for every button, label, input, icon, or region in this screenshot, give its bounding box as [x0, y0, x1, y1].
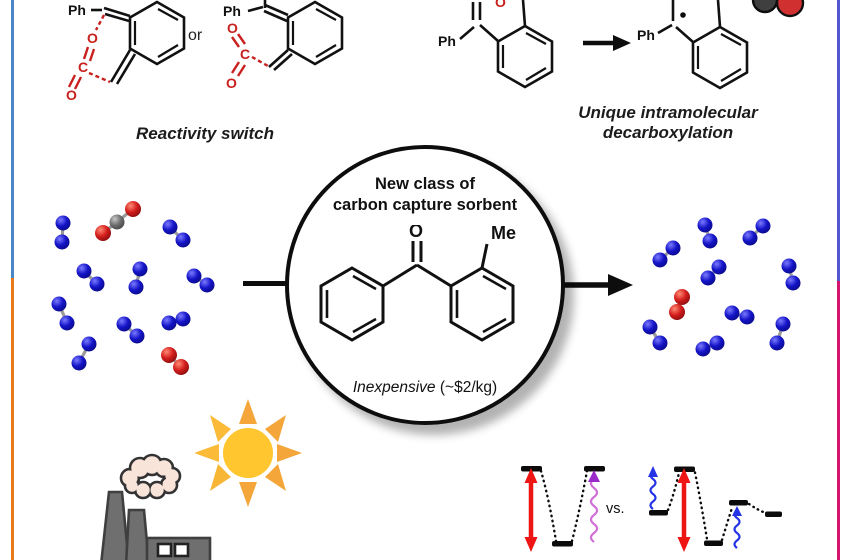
- o-label: O: [495, 0, 506, 10]
- blue-wavy-arrow-icon: [648, 466, 658, 510]
- sorbent-price: Inexpensive (~$2/kg): [289, 379, 561, 397]
- n2-molecule: [769, 316, 791, 351]
- ph-label: Ph: [438, 33, 456, 49]
- decarboxylation-caption-line2: decarboxylation: [602, 123, 734, 142]
- n2-molecule: [51, 296, 75, 331]
- radical-dot: [680, 12, 686, 18]
- n2-molecule: [128, 261, 148, 295]
- n2-molecule: [781, 258, 801, 291]
- red-double-arrow-icon: [524, 468, 538, 552]
- price-rest: (~$2/kg): [435, 379, 498, 396]
- n2-molecule: [642, 319, 668, 351]
- right-border-top: [837, 0, 840, 281]
- o-label: O: [226, 75, 237, 91]
- n2-molecule: [71, 336, 97, 371]
- structure-ketyl-radical: Ph: [637, 0, 805, 90]
- n2-molecule: [724, 305, 755, 325]
- structure-lactone-form: Ph O C O: [66, 0, 186, 100]
- right-border-bottom: [837, 281, 840, 560]
- structure-ketone: Ph O: [438, 0, 554, 89]
- n2-molecule: [161, 311, 191, 331]
- n2-molecule: [76, 263, 105, 292]
- chimney: [100, 490, 130, 560]
- inlet-line: [243, 281, 288, 286]
- sorbent-circle: New class of carbon capture sorbent O Me…: [285, 145, 565, 425]
- energy-diagram-left: [521, 466, 605, 552]
- c-label: C: [240, 46, 250, 62]
- o-label: O: [227, 20, 238, 36]
- decarboxylation-caption-line1: Unique intramolecular: [578, 103, 758, 122]
- purple-wavy-arrow-icon: [588, 470, 600, 543]
- o-label: O: [87, 30, 98, 46]
- right-border: [837, 0, 840, 560]
- blue-wavy-arrow-icon: [732, 506, 742, 549]
- n2-molecule: [695, 335, 725, 357]
- sorbent-title-line1: New class of: [375, 175, 475, 193]
- methyl-label: Me: [491, 225, 516, 243]
- reaction-arrow-icon: [583, 35, 631, 51]
- vs-label: vs.: [606, 501, 625, 517]
- sun-icon: [195, 399, 302, 507]
- c-label: C: [78, 59, 88, 75]
- ph-label: Ph: [223, 3, 241, 19]
- o2-molecule: [161, 347, 189, 375]
- left-border: [11, 0, 14, 560]
- decarboxylation-caption: Unique intramolecular decarboxylation: [538, 103, 798, 143]
- energy-diagram-right: [648, 466, 782, 552]
- chimney: [124, 508, 150, 560]
- sorbent-title-line2: carbon capture sorbent: [332, 196, 518, 214]
- carbonyl-o-label: O: [409, 225, 423, 241]
- structure-carboxylate-form: Ph O C O: [223, 0, 344, 91]
- structure-2-methylbenzophenone: O Me: [319, 225, 516, 342]
- o2-molecule: [669, 289, 690, 320]
- n2-molecule: [742, 218, 771, 246]
- smoke-cloud-icon: [119, 453, 182, 500]
- factory-icon: [100, 453, 212, 560]
- price-italic: Inexpensive: [352, 379, 436, 396]
- left-border-bottom: [11, 278, 14, 560]
- n2-molecule: [652, 240, 681, 268]
- left-border-top: [11, 0, 14, 278]
- ph-label: Ph: [68, 2, 86, 18]
- energy-diagram: vs.: [521, 466, 782, 552]
- n2-molecule: [186, 268, 215, 293]
- factory-window: [156, 542, 173, 558]
- co2-molecule: [95, 201, 141, 241]
- n2-molecule: [700, 259, 727, 286]
- n2-molecule: [697, 217, 718, 249]
- red-double-arrow-icon: [677, 468, 691, 552]
- reactivity-caption: Reactivity switch: [136, 124, 274, 143]
- sorbent-title: New class of carbon capture sorbent: [289, 174, 561, 216]
- n2-molecule: [162, 219, 191, 248]
- n2-molecule: [54, 215, 71, 250]
- factory-window: [173, 542, 190, 558]
- o-label: O: [66, 87, 77, 100]
- n2-molecule: [116, 316, 145, 344]
- co2-released-icon: [751, 0, 805, 18]
- ph-label: Ph: [637, 27, 655, 43]
- or-label: or: [188, 27, 203, 44]
- outlet-arrow-icon: [563, 274, 633, 296]
